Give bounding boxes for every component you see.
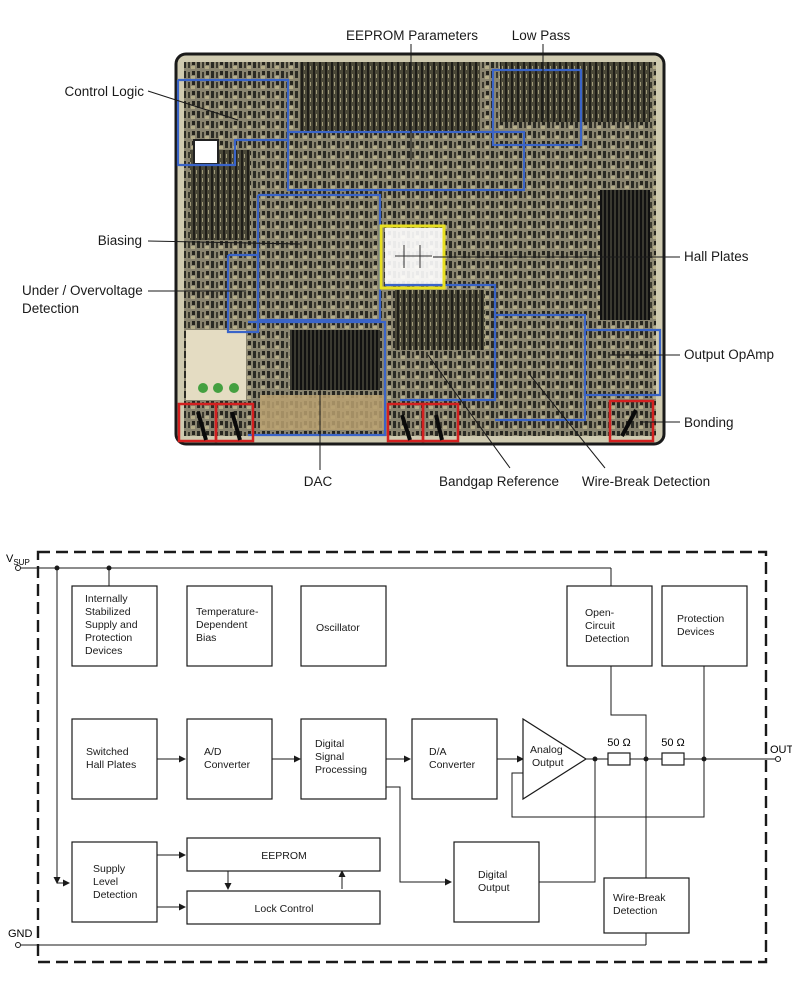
out-label: OUT [770, 744, 792, 756]
svg-text:Supply: Supply [93, 863, 126, 875]
svg-text:Detection: Detection [93, 889, 138, 901]
svg-text:Processing: Processing [315, 764, 367, 776]
region-outlines [176, 68, 662, 437]
block-oscillator: Oscillator [300, 585, 387, 667]
label-dac: DAC [304, 474, 333, 489]
label-biasing: Biasing [98, 233, 142, 248]
svg-text:D/A: D/A [429, 746, 447, 758]
label-wire-break-detection: Wire-Break Detection [582, 474, 710, 489]
label-low-pass: Low Pass [512, 28, 571, 43]
svg-text:EEPROM: EEPROM [261, 850, 307, 862]
out-pin [775, 756, 781, 762]
die-texture-top [300, 62, 480, 132]
label-hall-plates: Hall Plates [684, 249, 749, 264]
svg-text:Wire-Break: Wire-Break [613, 892, 666, 904]
block-supply: Internally Stabilized Supply and Protect… [71, 585, 158, 667]
package-boundary [36, 550, 768, 964]
svg-text:Digital: Digital [315, 738, 344, 750]
svg-text:Switched: Switched [86, 746, 129, 758]
pad-3 [229, 383, 239, 393]
block-hall-plates: Switched Hall Plates [71, 718, 158, 800]
resistor-2-label: 50 Ω [661, 737, 685, 749]
svg-text:Temperature-: Temperature- [196, 606, 259, 618]
die-texture-dac [290, 330, 380, 390]
vsup-pin [15, 565, 21, 571]
label-under-overvoltage-1: Under / Overvoltage [22, 283, 143, 298]
pad-2 [213, 383, 223, 393]
svg-text:Level: Level [93, 876, 118, 888]
block-supply-level-detection: Supply Level Detection [71, 841, 158, 923]
block-open-circuit-detection: Open- Circuit Detection [566, 585, 653, 667]
wires [21, 565, 775, 946]
svg-text:Devices: Devices [677, 626, 714, 638]
label-control-logic: Control Logic [64, 84, 144, 99]
block-temperature-bias: Temperature- Dependent Bias [186, 585, 273, 667]
svg-text:Circuit: Circuit [585, 620, 615, 632]
vsup-label: VSUP [6, 553, 30, 567]
block-protection-devices: Protection Devices [661, 585, 748, 667]
svg-text:Dependent: Dependent [196, 619, 247, 631]
die-sq-logic [193, 139, 219, 165]
label-bandgap-reference: Bandgap Reference [439, 474, 559, 489]
svg-text:Converter: Converter [429, 759, 476, 771]
block-eeprom: EEPROM [186, 837, 381, 872]
svg-text:Detection: Detection [613, 905, 658, 917]
block-lock-control: Lock Control [186, 890, 381, 925]
label-eeprom-parameters: EEPROM Parameters [346, 28, 478, 43]
svg-text:Output: Output [478, 882, 510, 894]
die-texture-topright [500, 62, 650, 122]
resistor-2 [661, 752, 685, 766]
analog-output-label-2: Output [532, 757, 564, 769]
die-texture-right [600, 190, 650, 320]
svg-text:Signal: Signal [315, 751, 344, 763]
svg-text:Lock Control: Lock Control [255, 903, 314, 915]
svg-text:Hall Plates: Hall Plates [86, 759, 136, 771]
svg-text:Stabilized: Stabilized [85, 606, 131, 618]
pad-1 [198, 383, 208, 393]
block-digital-output: Digital Output [453, 841, 540, 923]
block-wire-break-detection: Wire-Break Detection [603, 877, 690, 934]
callout-leaders [147, 44, 680, 470]
block-ad-converter: A/D Converter [186, 718, 273, 800]
svg-text:Internally: Internally [85, 593, 128, 605]
resistor-1-label: 50 Ω [607, 737, 631, 749]
svg-text:Supply and: Supply and [85, 619, 138, 631]
svg-text:Devices: Devices [85, 645, 122, 657]
svg-text:Detection: Detection [585, 633, 630, 645]
svg-text:Bias: Bias [196, 632, 216, 644]
analog-output-amp [522, 717, 588, 801]
label-output-opamp: Output OpAmp [684, 347, 774, 362]
block-dsp: Digital Signal Processing [300, 718, 387, 800]
block-da-converter: D/A Converter [411, 718, 498, 800]
bonding-pads [177, 399, 655, 443]
gnd-label: GND [8, 928, 33, 940]
gnd-pin [15, 942, 21, 948]
label-under-overvoltage-2: Detection [22, 301, 79, 316]
chip-micrograph: EEPROM Parameters Low Pass Control Logic… [22, 28, 774, 489]
svg-text:Oscillator: Oscillator [316, 622, 360, 634]
svg-text:A/D: A/D [204, 746, 222, 758]
svg-text:Digital: Digital [478, 869, 507, 881]
die-bottom-strip [260, 395, 385, 430]
bonding-wires [196, 409, 638, 441]
resistor-1 [607, 752, 631, 766]
svg-text:Converter: Converter [204, 759, 251, 771]
block-diagram: VSUP GND OUT 50 Ω 50 Ω [6, 550, 792, 964]
svg-text:Open-: Open- [585, 607, 615, 619]
die-texture-center [395, 290, 485, 350]
svg-text:Protection: Protection [677, 613, 724, 625]
label-bonding: Bonding [684, 415, 734, 430]
svg-text:Protection: Protection [85, 632, 132, 644]
analog-output-label-1: Analog [530, 744, 563, 756]
